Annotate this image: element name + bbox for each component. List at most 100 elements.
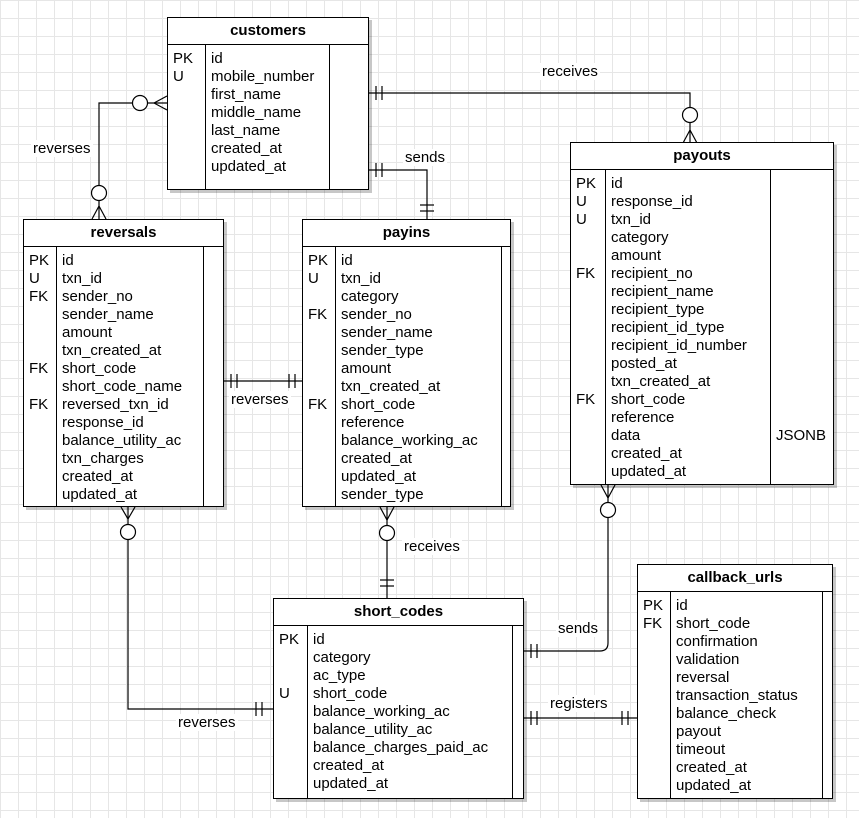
field-key [303, 342, 335, 360]
field-name: short_code [313, 685, 388, 702]
field-type [823, 651, 832, 669]
field-name: recipient_type [611, 301, 705, 318]
field-type [502, 450, 510, 468]
field-name: id [313, 631, 325, 648]
field-key [274, 649, 307, 667]
field-type [204, 342, 223, 360]
field-name: created_at [676, 759, 747, 776]
field-key [571, 463, 605, 481]
field-name: txn_created_at [611, 373, 711, 390]
field-key: FK [643, 615, 663, 632]
field-key: FK [308, 306, 328, 323]
field-name: created_at [341, 450, 412, 467]
field-type [204, 306, 223, 324]
field-key [303, 486, 335, 504]
field-name: amount [341, 360, 392, 377]
field-type [204, 270, 223, 288]
field-key [571, 355, 605, 373]
table-title: payins [303, 220, 510, 247]
field-key [638, 723, 670, 741]
field-type [513, 757, 523, 775]
edge-label-reverses-shortcodes-reversals: reverses [176, 714, 238, 731]
field-type [513, 631, 523, 649]
field-name: recipient_id_type [611, 319, 725, 336]
field-name: sender_type [341, 342, 424, 359]
field-type [771, 229, 833, 247]
field-key [571, 229, 605, 247]
field-key: PK [576, 175, 597, 192]
field-key: U [308, 270, 319, 287]
field-name: txn_created_at [62, 342, 162, 359]
field-type [823, 777, 832, 795]
edge-customers-payouts [369, 86, 699, 144]
field-type [502, 360, 510, 378]
field-type [502, 270, 510, 288]
field-key [24, 414, 56, 432]
field-type [823, 597, 832, 615]
field-type [502, 486, 510, 504]
field-key [571, 445, 605, 463]
type-column [204, 247, 223, 506]
field-key: FK [29, 396, 49, 413]
table-title: short_codes [274, 599, 523, 626]
type-column [513, 626, 523, 798]
field-key [638, 777, 670, 795]
field-type [204, 324, 223, 342]
field-key [274, 703, 307, 721]
field-key: FK [308, 396, 328, 413]
field-key [571, 427, 605, 445]
field-type [204, 288, 223, 306]
field-key: PK [643, 597, 664, 614]
field-name: response_id [611, 193, 693, 210]
table-title: payouts [571, 143, 833, 170]
field-name: reference [341, 414, 405, 431]
field-type [771, 409, 833, 427]
field-name: balance_check [676, 705, 777, 722]
field-type [330, 50, 368, 68]
field-name: created_at [313, 757, 384, 774]
table-title: reversals [24, 220, 223, 247]
field-key: FK [29, 360, 49, 377]
field-key [274, 667, 307, 685]
field-name: updated_at [341, 468, 417, 485]
field-name: txn_created_at [341, 378, 441, 395]
field-type [771, 445, 833, 463]
field-key [638, 687, 670, 705]
field-type [513, 649, 523, 667]
field-key [638, 705, 670, 723]
field-name: txn_id [62, 270, 103, 287]
field-type [502, 342, 510, 360]
field-name: timeout [676, 741, 726, 758]
field-type [771, 247, 833, 265]
edge-label-reverses-customers-reversals: reverses [31, 140, 93, 157]
field-type [204, 468, 223, 486]
field-type [502, 396, 510, 414]
field-type [823, 687, 832, 705]
field-key [168, 158, 205, 176]
field-key: U [173, 68, 184, 85]
field-name: sender_no [341, 306, 412, 323]
field-key [274, 775, 307, 793]
field-type [204, 252, 223, 270]
field-name: confirmation [676, 633, 758, 650]
field-name: id [611, 175, 623, 192]
field-type [502, 432, 510, 450]
field-type [330, 158, 368, 176]
field-key [638, 633, 670, 651]
field-key [303, 288, 335, 306]
table-title: callback_urls [638, 565, 832, 592]
field-type [823, 741, 832, 759]
